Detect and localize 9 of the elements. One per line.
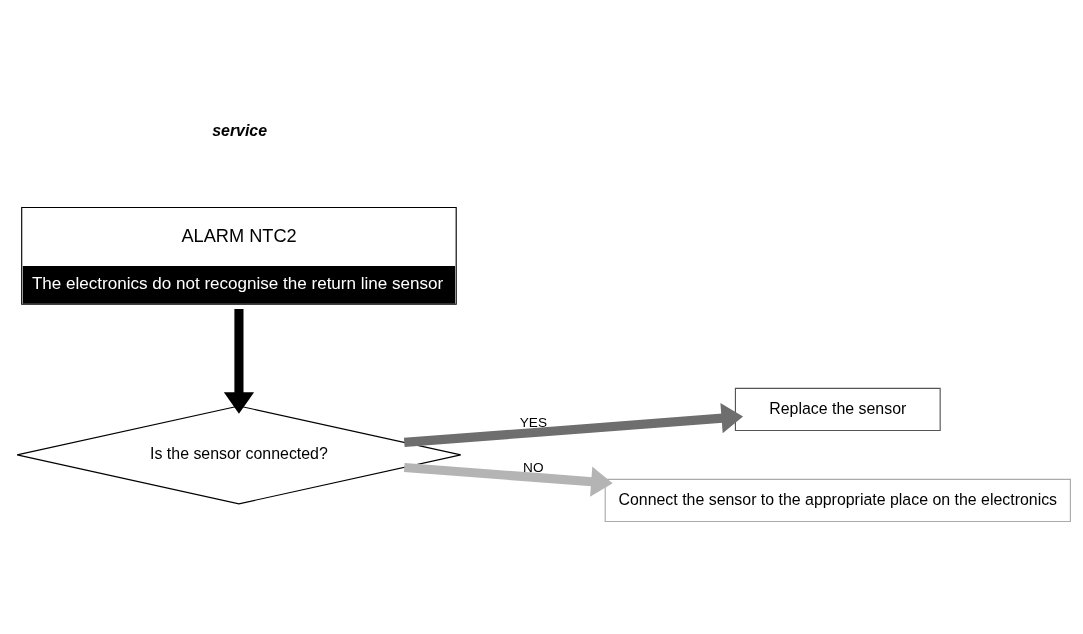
node-diamond: Is the sensor connected? bbox=[16, 405, 462, 505]
arrow bbox=[403, 403, 744, 447]
node-box: Connect the sensor to the appropriate place on the electronics bbox=[604, 478, 1071, 523]
label: service bbox=[212, 122, 268, 140]
edge-label: NO bbox=[523, 459, 544, 475]
arrow bbox=[223, 308, 255, 414]
arrow bbox=[403, 462, 613, 497]
edge-label: YES bbox=[519, 415, 547, 431]
node-box: Replace the sensor bbox=[734, 387, 941, 432]
